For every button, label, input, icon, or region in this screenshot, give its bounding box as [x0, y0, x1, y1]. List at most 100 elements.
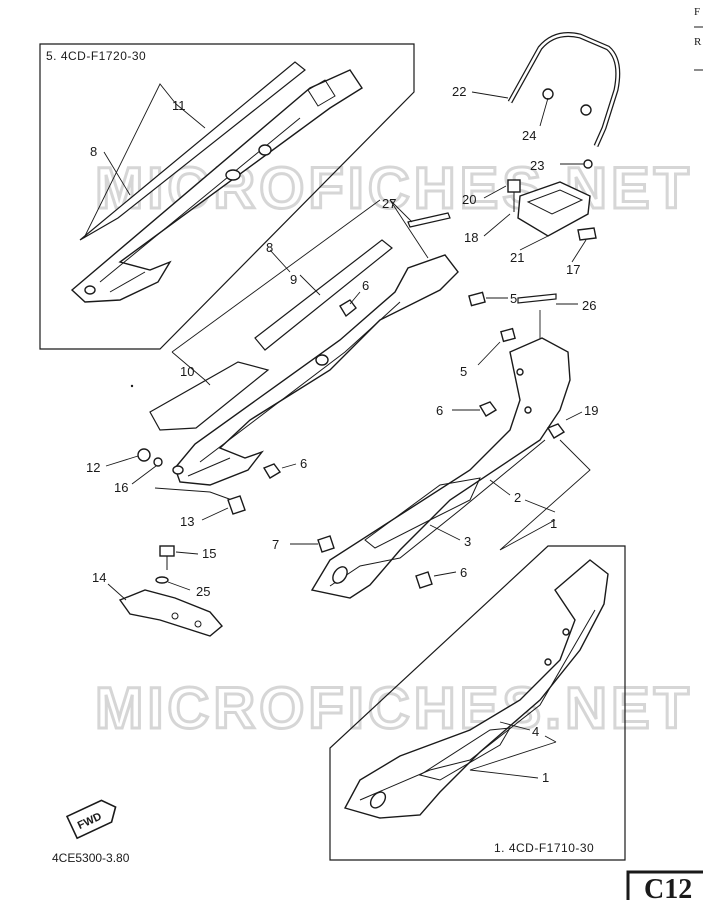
- grommet-6a: [339, 299, 357, 318]
- side-cover-main: [174, 254, 459, 486]
- nut-7: [317, 535, 335, 553]
- stripe-11: [79, 61, 306, 241]
- leader-11b: [175, 103, 206, 129]
- callout-6c: 6: [300, 456, 307, 471]
- leader-17: [571, 239, 587, 263]
- callout-4: 4: [532, 724, 539, 739]
- callout-5b: 5: [460, 364, 467, 379]
- leader-27b: [389, 199, 429, 259]
- leader-22: [471, 91, 509, 99]
- callout-16: 16: [114, 480, 128, 495]
- upper-bracket: [307, 79, 336, 107]
- leader-21: [519, 235, 549, 251]
- nut-6b: [478, 401, 498, 417]
- side-cover-main-edge: [187, 301, 401, 477]
- leader-24: [539, 97, 549, 127]
- main-grommet-b: [172, 465, 184, 475]
- cap-23: [583, 159, 593, 169]
- leader-1b: [469, 741, 557, 779]
- callout-21: 21: [510, 250, 524, 265]
- leader-18: [483, 213, 511, 237]
- bolt-15-head: [159, 545, 175, 557]
- grab-bar-bolt-b: [580, 104, 592, 116]
- callout-6b: 6: [436, 403, 443, 418]
- nut-19: [546, 423, 566, 439]
- inset-grommet-c: [544, 658, 552, 666]
- callout-1a: 1: [550, 516, 557, 531]
- callout-24: 24: [522, 128, 536, 143]
- callout-2: 2: [514, 490, 521, 505]
- nut-6c: [262, 463, 282, 479]
- leader-10: [171, 351, 211, 386]
- leader-6c: [281, 463, 297, 469]
- stripe-9: [254, 239, 393, 351]
- rectifier-group: [483, 179, 597, 263]
- corner-text-r: R: [694, 36, 702, 48]
- bracket-hole-b: [194, 620, 202, 628]
- leader-15: [175, 551, 199, 555]
- inset-bottom-frame: [329, 545, 626, 861]
- leader-11: [83, 83, 177, 239]
- side-cover-lower-edge: [329, 439, 546, 587]
- inset-grommet-b: [562, 628, 570, 636]
- callout-13: 13: [180, 514, 194, 529]
- stray-dot: [130, 384, 134, 388]
- leader-20: [483, 185, 507, 199]
- callout-19: 19: [584, 403, 598, 418]
- callout-7: 7: [272, 537, 279, 552]
- leader-25: [167, 581, 191, 591]
- inset-side-cover-inner: [418, 727, 511, 781]
- inset-top-group: 5. 4CD-F1720-30: [39, 43, 415, 350]
- inset-top-frame: [39, 43, 415, 350]
- callout-9: 9: [290, 272, 297, 287]
- callout-11: 11: [172, 98, 186, 113]
- leader-6a: [349, 291, 361, 305]
- callout-6d: 6: [460, 565, 467, 580]
- bracket-group: [107, 545, 223, 637]
- inset-side-cover-edge: [359, 609, 596, 801]
- leader-13: [201, 507, 229, 521]
- leader-6d: [433, 571, 457, 577]
- side-cover-lower-inner: [364, 477, 481, 549]
- callout-23: 23: [530, 158, 544, 173]
- collar-13: [227, 495, 246, 515]
- leader-2b: [524, 499, 556, 513]
- bolt-12: [137, 448, 151, 462]
- washer-16: [153, 457, 163, 467]
- leader-19: [565, 411, 583, 421]
- corner-text-f: F: [694, 6, 700, 18]
- callout-26: 26: [582, 298, 596, 313]
- stripe-27: [407, 212, 451, 228]
- callout-20: 20: [462, 192, 476, 207]
- stripe-26: [517, 293, 557, 304]
- watermark-bottom: MICROFICHES.NET: [95, 676, 693, 741]
- drawing-code: 4CE5300-3.80: [52, 851, 130, 865]
- stripe-10: [149, 361, 270, 431]
- fwd-badge: FWD: [65, 799, 117, 840]
- inset-top-title: 5. 4CD-F1720-30: [46, 49, 146, 63]
- unit-21-top: [526, 189, 584, 215]
- leader-5b: [477, 341, 501, 366]
- main-lower-group: [310, 337, 591, 599]
- callout-1b: 1: [542, 770, 549, 785]
- side-cover-lower: [310, 337, 571, 599]
- callout-8a: 8: [90, 144, 97, 159]
- callout-18: 18: [464, 230, 478, 245]
- bracket-hole-a: [171, 612, 179, 620]
- upper-grommet-c: [84, 285, 96, 295]
- callout-8b: 8: [266, 240, 273, 255]
- leader-27: [389, 199, 413, 223]
- washer-25: [155, 576, 169, 584]
- callout-10: 10: [180, 364, 194, 379]
- grab-bar-bolt-a: [542, 88, 554, 100]
- wire-13: [154, 487, 233, 501]
- damper-5a: [468, 291, 486, 307]
- callout-27: 27: [382, 196, 396, 211]
- grab-bar-group: [471, 32, 621, 169]
- leader-9: [299, 274, 321, 296]
- inset-side-cover: [343, 559, 609, 819]
- page-code-box: [626, 870, 703, 900]
- inset-bottom-title: 1. 4CD-F1710-30: [494, 841, 594, 855]
- fwd-arrow-icon: [65, 799, 117, 840]
